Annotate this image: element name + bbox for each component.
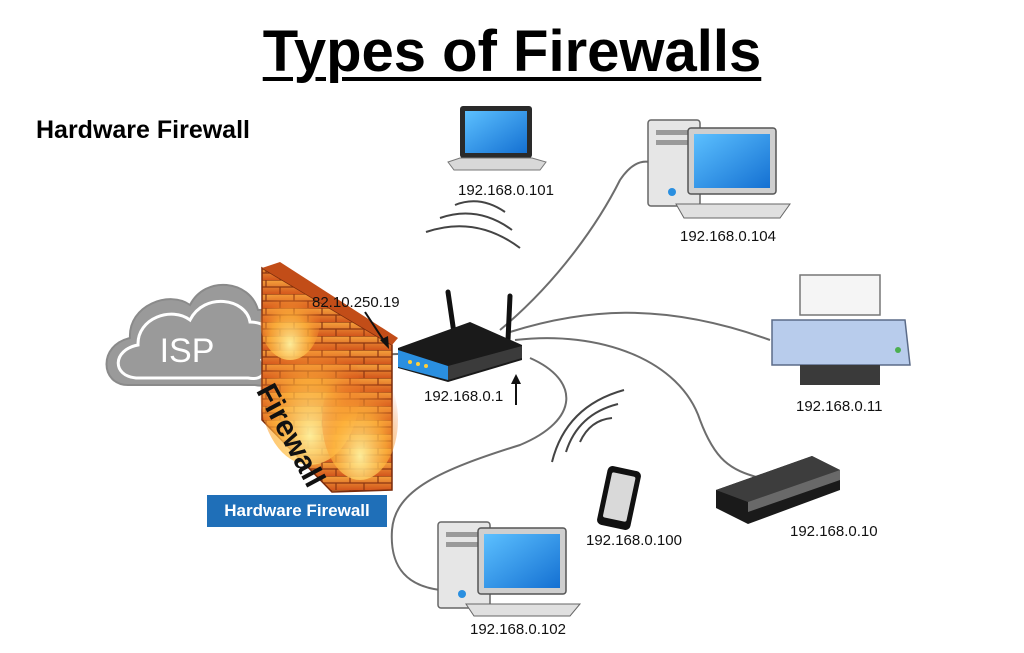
- cable-console: [514, 337, 761, 479]
- laptop-icon: [447, 106, 547, 171]
- external-ip-label: 82.10.250.19: [312, 294, 400, 311]
- printer-icon: [771, 274, 911, 385]
- desktop-bottom-ip-label: 192.168.0.102: [470, 621, 566, 638]
- cable-desktop-bottom: [390, 357, 568, 591]
- section-heading: Hardware Firewall: [36, 116, 250, 144]
- firewall-wall: Firewall: [250, 262, 398, 493]
- desktop-bottom-icon: [437, 521, 582, 617]
- cable-desktop-top: [499, 160, 651, 331]
- phone-icon: [597, 466, 641, 530]
- isp-label: ISP: [160, 332, 215, 370]
- router-icon: [398, 289, 522, 382]
- external-ip-arrow: [364, 311, 389, 349]
- printer-ip-label: 192.168.0.11: [796, 398, 883, 415]
- desktop-top-icon: [647, 119, 791, 219]
- cable-printer: [509, 311, 771, 341]
- router-arrow: [511, 374, 521, 405]
- console-icon: [716, 456, 840, 524]
- console-ip-label: 192.168.0.10: [790, 523, 878, 540]
- router-ip-label: 192.168.0.1: [424, 388, 504, 405]
- wifi-waves-laptop: [425, 200, 521, 249]
- desktop-top-ip-label: 192.168.0.104: [680, 228, 776, 245]
- phone-ip-label: 192.168.0.100: [586, 532, 682, 549]
- page-title: Types of Firewalls: [262, 19, 762, 84]
- laptop-ip-label: 192.168.0.101: [458, 182, 554, 199]
- hardware-firewall-badge: Hardware Firewall: [207, 495, 387, 527]
- wifi-waves-phone: [551, 389, 625, 463]
